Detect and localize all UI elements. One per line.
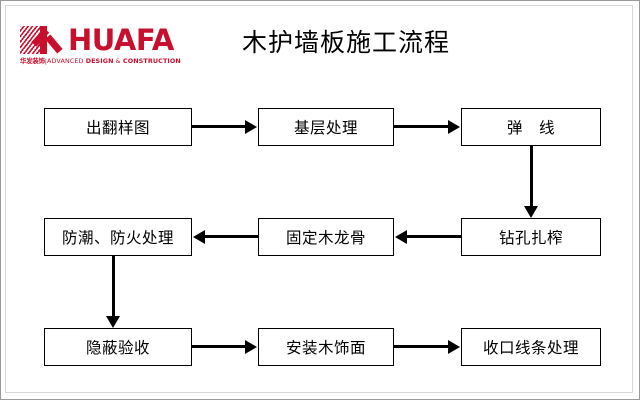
logo-hatch-shape xyxy=(20,26,42,54)
arrow-head-left-icon xyxy=(395,229,407,244)
flow-arrow-yinbiyanshou-to-anzhuangmushimian xyxy=(192,345,245,348)
flow-node-jicengchuli[interactable]: 基层处理 xyxy=(258,108,394,146)
flow-arrow-fangchaofanghuochuli-to-yinbiyanshou xyxy=(111,256,115,316)
flow-arrow-chufanyangtu-to-jicengchuli xyxy=(192,125,245,128)
arrow-head-right-icon xyxy=(448,339,460,354)
flow-arrow-zuankongzhazha-to-gudingmulonggu xyxy=(407,235,461,238)
logo-tagline-construction: CONSTRUCTION xyxy=(122,57,181,65)
flow-node-chufanyangtu[interactable]: 出翻样图 xyxy=(44,108,192,146)
logo-tagline-separator: | xyxy=(44,57,48,65)
flow-node-zuankongzhazha[interactable]: 钻孔扎榨 xyxy=(461,218,601,256)
slide-header: HUAFA 华发装饰|ADVANCED DESIGN & CONSTRUCTIO… xyxy=(6,6,634,82)
flow-arrow-anzhuangmushimian-to-shoukouxiantiaochuli xyxy=(394,345,448,348)
slide-canvas: HUAFA 华发装饰|ADVANCED DESIGN & CONSTRUCTIO… xyxy=(5,5,633,393)
arrow-head-right-icon xyxy=(245,339,257,354)
logo-tagline-advanced: ADVANCED xyxy=(47,57,86,65)
logo-tagline-amp: & xyxy=(113,57,123,65)
huafa-k-logo-icon xyxy=(20,26,64,56)
logo-tagline: 华发装饰|ADVANCED DESIGN & CONSTRUCTION xyxy=(20,57,200,66)
logo-tagline-design: DESIGN xyxy=(85,57,114,65)
arrow-head-down-icon xyxy=(524,206,538,218)
flow-node-shoukouxiantiaochuli[interactable]: 收口线条处理 xyxy=(461,328,601,366)
flow-node-gudingmulonggu[interactable]: 固定木龙骨 xyxy=(258,218,394,256)
flow-arrow-jicengchuli-to-danxian xyxy=(394,125,448,128)
flow-node-fangchaofanghuochuli[interactable]: 防潮、防火处理 xyxy=(44,218,192,256)
arrow-head-left-icon xyxy=(193,229,205,244)
flow-node-danxian[interactable]: 弹 线 xyxy=(461,108,601,146)
flow-arrow-gudingmulonggu-to-fangchaofanghuochuli xyxy=(205,235,258,238)
flow-node-yinbiyanshou[interactable]: 隐蔽验收 xyxy=(44,328,192,366)
logo-k-lower-arm xyxy=(45,34,63,54)
flow-node-anzhuangmushimian[interactable]: 安装木饰面 xyxy=(258,328,394,366)
arrow-head-right-icon xyxy=(448,119,460,134)
company-logo: HUAFA 华发装饰|ADVANCED DESIGN & CONSTRUCTIO… xyxy=(20,23,200,68)
logo-tagline-cn: 华发装饰 xyxy=(20,57,45,65)
arrow-head-down-icon xyxy=(106,316,120,328)
logo-wordmark: HUAFA xyxy=(68,23,174,57)
flow-arrow-danxian-to-zuankongzhazha xyxy=(529,146,533,206)
arrow-head-right-icon xyxy=(245,119,257,134)
logo-k-stem xyxy=(40,26,47,54)
page-title: 木护墙板施工流程 xyxy=(241,28,450,57)
